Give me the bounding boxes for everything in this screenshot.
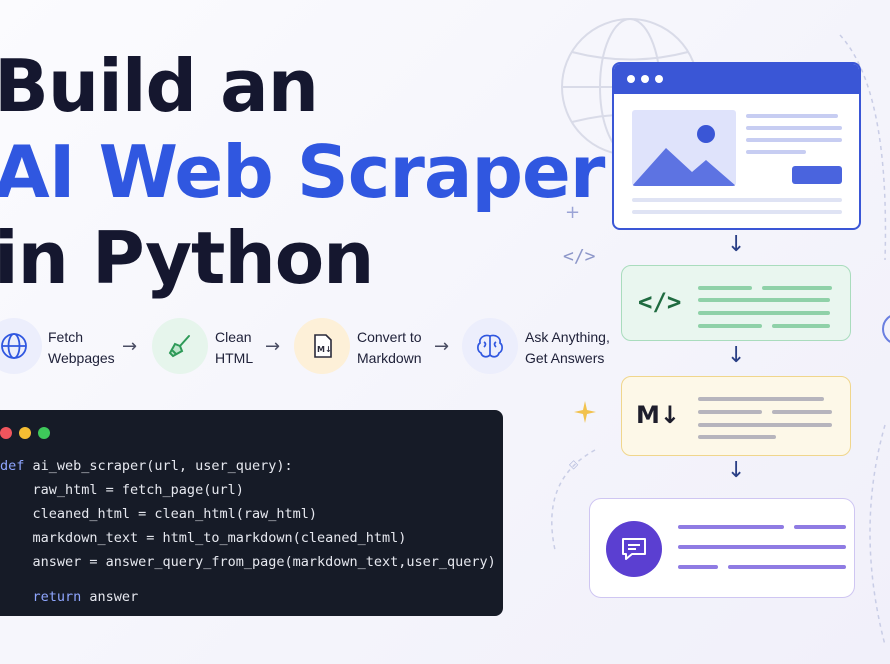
broom-icon — [152, 318, 208, 374]
dashed-curve-right — [839, 34, 887, 261]
arrow-down-icon: ↓ — [727, 458, 746, 483]
arrow-down-icon: ↓ — [727, 232, 746, 257]
text-line — [698, 435, 776, 439]
code-line-2: raw_html = fetch_page(url) — [0, 482, 244, 498]
text-line — [746, 126, 842, 130]
dashed-curve: ◇ — [551, 449, 596, 551]
code-line-4: markdown_text = html_to_markdown(cleaned… — [0, 530, 407, 546]
markdown-icon: M↓ — [294, 318, 350, 374]
text-line — [698, 410, 762, 414]
image-placeholder-icon — [632, 110, 736, 186]
window-dot-green — [38, 427, 50, 439]
arrow-right-icon: → — [434, 336, 450, 357]
text-line — [762, 286, 832, 290]
sparkle-icon — [574, 401, 596, 423]
sparkle-icon: + — [565, 202, 581, 223]
svg-text:M↓: M↓ — [317, 345, 332, 354]
text-line — [698, 286, 752, 290]
code-line-def: def ai_web_scraper(url, user_query): — [0, 458, 293, 474]
title-line-3: in Python — [0, 216, 374, 300]
text-line — [728, 565, 846, 569]
browser-button — [792, 166, 842, 184]
text-line — [678, 545, 846, 549]
chat-bubble-icon — [606, 521, 662, 577]
step-label-ask: Ask Anything,Get Answers — [525, 329, 610, 366]
answer-chat-card — [589, 498, 855, 598]
text-line — [698, 397, 824, 401]
code-line-3: cleaned_html = clean_html(raw_html) — [0, 506, 317, 522]
window-dot-yellow — [19, 427, 31, 439]
code-tag-icon: </> — [638, 288, 682, 316]
code-symbol-icon: </> — [563, 246, 596, 267]
text-line — [678, 525, 784, 529]
text-line — [698, 423, 832, 427]
code-panel — [0, 410, 503, 616]
text-line — [678, 565, 718, 569]
text-line — [632, 198, 842, 202]
text-line — [746, 150, 806, 154]
svg-text:◇: ◇ — [569, 457, 579, 471]
arrow-down-icon: ↓ — [727, 343, 746, 368]
browser-dot — [655, 75, 663, 83]
text-line — [698, 298, 830, 302]
markdown-card: M↓ — [621, 376, 851, 456]
text-line — [794, 525, 846, 529]
window-dot-red — [0, 427, 12, 439]
markdown-symbol-icon: M↓ — [636, 401, 680, 429]
browser-window-card — [612, 62, 861, 230]
text-line — [698, 324, 762, 328]
code-line-return: return answer — [32, 589, 139, 605]
text-line — [772, 324, 830, 328]
brain-icon — [462, 318, 518, 374]
arrow-right-icon: → — [265, 336, 281, 357]
text-line — [746, 138, 842, 142]
globe-icon — [0, 318, 42, 374]
dashed-curve-bottom — [869, 424, 886, 646]
text-line — [746, 114, 838, 118]
text-line — [698, 311, 830, 315]
browser-title-bar — [614, 64, 859, 94]
partial-circle-icon — [882, 315, 890, 343]
browser-dot — [641, 75, 649, 83]
title-line-1: Build an — [0, 44, 319, 128]
title-line-2: AI Web Scraper — [0, 130, 605, 214]
text-line — [632, 210, 842, 214]
browser-dot — [627, 75, 635, 83]
text-line — [772, 410, 832, 414]
arrow-right-icon: → — [122, 336, 138, 357]
code-line-5: answer = answer_query_from_page(markdown… — [0, 554, 496, 570]
html-code-card: </> — [621, 265, 851, 341]
